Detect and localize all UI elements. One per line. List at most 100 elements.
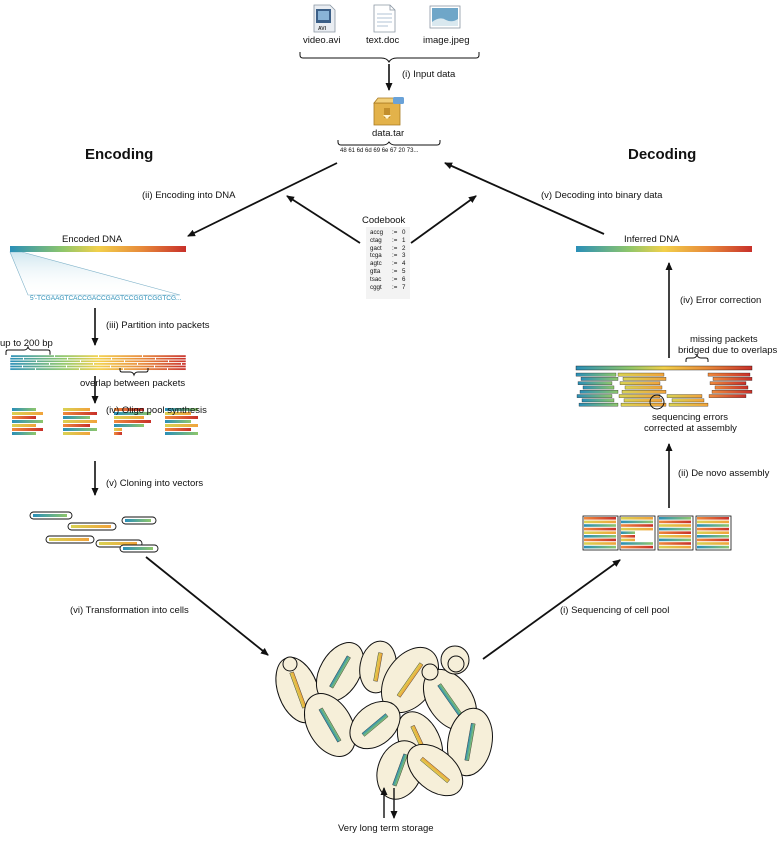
files-brace — [299, 52, 480, 64]
oligo-strand — [114, 420, 151, 423]
step-error-correction-label: (iv) Error correction — [680, 295, 762, 306]
read-strand — [584, 524, 616, 527]
assembled-strand — [582, 385, 615, 390]
yeast-cell — [406, 743, 464, 797]
oligo-strand — [63, 432, 90, 435]
read-strand — [697, 517, 729, 520]
sequencing-errors-label: sequencing errors — [652, 412, 729, 423]
packet-gap — [22, 365, 23, 368]
assembled-strand — [576, 394, 613, 398]
cell-dna — [396, 662, 424, 698]
read-strand — [584, 542, 616, 545]
packet-gap — [154, 365, 155, 368]
read-strand — [659, 531, 691, 534]
codebook-codon: cggt — [370, 283, 382, 291]
packet-gap — [123, 368, 124, 371]
read-strand — [659, 527, 691, 531]
packet-gap — [23, 357, 24, 360]
oligo-strand — [12, 432, 36, 435]
step-synthesis-label: (iv) Oligo pool synthesis — [106, 405, 207, 416]
assembled-strand — [707, 372, 751, 377]
codebook-op: := — [392, 236, 398, 244]
oligo-strand — [12, 420, 43, 423]
step-input-label: (i) Input data — [402, 69, 456, 80]
encoding-heading: Encoding — [85, 146, 154, 163]
missing-packets-brace — [685, 353, 709, 362]
codebook-op: := — [392, 275, 398, 283]
cell-dna — [289, 671, 307, 709]
read-strand — [659, 535, 691, 538]
codebook-row: accg:=0 — [370, 229, 410, 237]
bridged-overlaps-label: bridged due to overlaps — [678, 345, 778, 356]
oligo-strand — [12, 424, 36, 427]
yeast-cell — [349, 700, 401, 750]
codebook-op: := — [392, 244, 398, 252]
oligo-strand — [165, 420, 191, 423]
assembled-strand — [577, 381, 613, 385]
packet-gap — [155, 357, 156, 360]
read-strand — [584, 535, 616, 538]
codebook-op: := — [392, 267, 398, 275]
read-strand — [659, 542, 691, 545]
hex-brace — [337, 140, 441, 146]
read-strand — [621, 535, 635, 538]
packet-size-brace — [5, 345, 51, 355]
cell-bud — [421, 663, 439, 681]
oligo-strand — [63, 428, 97, 431]
codebook-op: := — [392, 252, 398, 260]
codebook-value: 6 — [402, 275, 406, 283]
codebook-codon: tcga — [370, 252, 382, 260]
codebook-title: Codebook — [362, 215, 406, 226]
assembled-strand — [666, 394, 703, 398]
oligo-strand — [165, 416, 198, 419]
packet-size-label: up to 200 bp — [0, 338, 53, 349]
oligo-strand — [63, 420, 97, 423]
packet-gap — [142, 355, 143, 358]
cell-dna — [361, 713, 389, 737]
sequencing-arrow — [482, 559, 621, 660]
oligo-strand — [114, 416, 144, 419]
image-file-icon — [429, 5, 461, 29]
sequencing-error-circle — [649, 394, 665, 410]
read-strand — [697, 538, 729, 542]
cell-dna — [392, 753, 408, 787]
assembled-strand — [617, 372, 665, 377]
packet-gap — [10, 355, 11, 358]
codebook-row: tcga:=3 — [370, 252, 410, 260]
packet-strand — [9, 359, 187, 363]
missing-packets-label: missing packets — [690, 334, 758, 345]
codebook-value: 7 — [402, 283, 406, 291]
cell-bud — [447, 655, 465, 673]
vector-insert — [99, 542, 137, 545]
assembled-strand — [708, 394, 747, 398]
read-strand — [584, 531, 616, 534]
codebook-value: 5 — [402, 267, 406, 275]
packet-gap — [124, 360, 125, 363]
transformation-arrow — [145, 556, 269, 656]
packet-gap — [181, 362, 182, 365]
archive-icon — [373, 97, 404, 126]
read-strand — [697, 531, 729, 534]
step-sequencing-label: (i) Sequencing of cell pool — [560, 605, 670, 616]
assembled-strand — [579, 390, 619, 394]
packet-strand — [9, 357, 187, 361]
codebook-op: := — [392, 283, 398, 291]
assembled-strand — [621, 390, 667, 394]
decoding-arrow — [444, 162, 605, 235]
codebook-codon: gtta — [370, 267, 381, 275]
inferred-dna-label: Inferred DNA — [624, 234, 680, 245]
read-strand — [659, 517, 691, 520]
archive-hex: 48 61 6d 6d 69 6e 67 20 73... — [340, 148, 419, 154]
codebook-codon: tsac — [370, 275, 382, 283]
codebook-row: cggt := 7 — [370, 284, 410, 292]
step-cloning-label: (v) Cloning into vectors — [106, 478, 204, 489]
svg-text:AVI: AVI — [318, 26, 327, 32]
oligo-strand — [165, 408, 198, 411]
packet-strand — [9, 362, 187, 366]
codebook-row: ctag:=1 — [370, 237, 410, 245]
assembled-strand — [578, 402, 619, 407]
decoding-heading: Decoding — [628, 146, 697, 163]
vector-insert — [125, 519, 151, 522]
packet-gap — [66, 365, 67, 368]
